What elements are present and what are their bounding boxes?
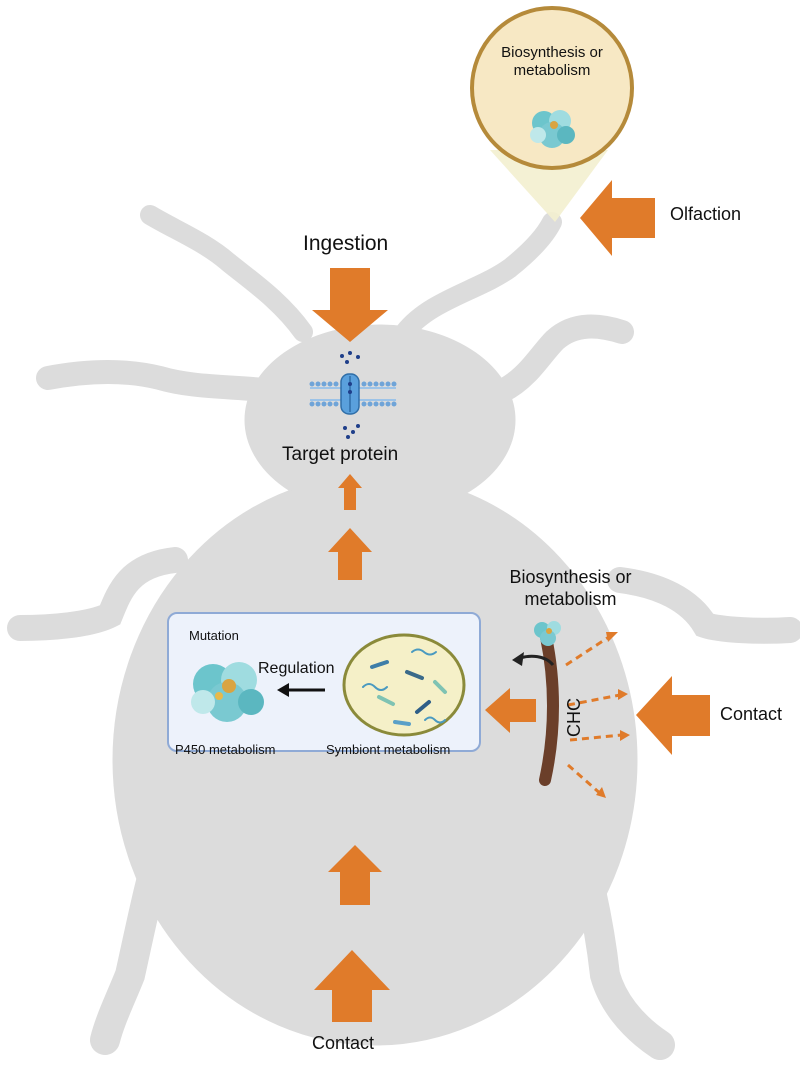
biosynthesis-right-label: Biosynthesis or metabolism (509, 567, 632, 609)
beetle-body (112, 474, 638, 1046)
ingestion-label: Ingestion (303, 232, 389, 255)
regulation-label: Regulation (258, 660, 335, 677)
resistance-panel (167, 612, 481, 752)
contact-bottom-label: Contact (312, 1033, 375, 1053)
bubble-pointer (490, 150, 608, 222)
contact-right-arrow (636, 676, 710, 755)
chc-to-panel-arrow (485, 688, 536, 733)
protein-structure-icon (534, 621, 561, 646)
small-up-arrow (338, 474, 362, 510)
cuticle-bar (539, 631, 559, 786)
medium-up-arrow (328, 528, 372, 580)
target-protein-label: Target protein (282, 444, 399, 465)
ingestion-arrow (312, 268, 388, 342)
mutation-label: Mutation (189, 628, 239, 643)
bacteria-icon (362, 648, 447, 726)
biosynthesis-top-label: Biosynthesis or metabolism (501, 44, 603, 79)
protein-structure-icon (191, 662, 264, 722)
protein-structure-icon (530, 110, 575, 148)
right-antenna (395, 212, 562, 342)
biosynthesis-bubble (470, 6, 634, 170)
membrane-channel-icon (309, 351, 397, 439)
lower-up-arrow (328, 845, 382, 905)
symbiont-circle (342, 633, 466, 737)
olfaction-arrow (580, 180, 655, 256)
left-middle-leg (7, 547, 188, 641)
symbiont-metabolism-label: Symbiont metabolism (326, 742, 451, 757)
olfaction-label: Olfaction (670, 204, 742, 224)
contact-right-label: Contact (720, 704, 783, 724)
left-antenna (140, 205, 313, 342)
right-middle-leg (607, 567, 800, 644)
chc-dashed-arrows (565, 633, 623, 797)
contact-bottom-arrow (314, 950, 390, 1022)
p450-metabolism-label: P450 metabolism (175, 742, 276, 757)
chc-label: CHC (564, 698, 584, 737)
